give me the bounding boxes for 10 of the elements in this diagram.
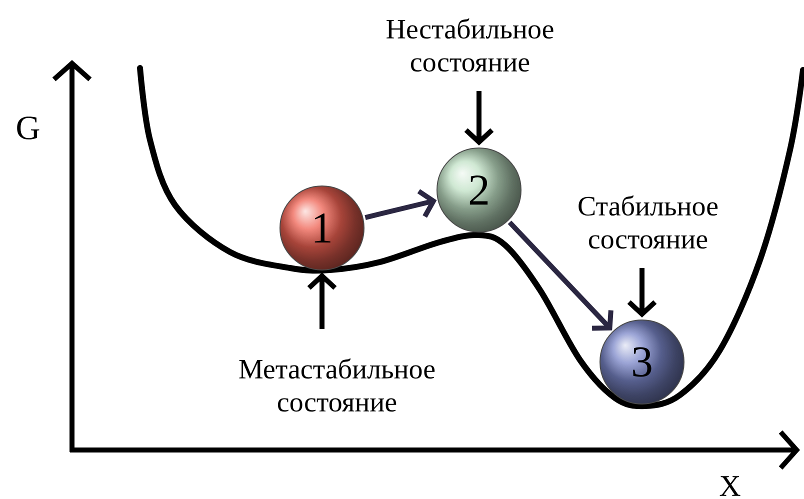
state-label: Стабильное состояние bbox=[578, 195, 718, 249]
ball: 2 bbox=[436, 148, 522, 232]
ball: 3 bbox=[600, 320, 684, 404]
state-label: Метастабильное состояние bbox=[239, 358, 435, 412]
axis-label: X bbox=[720, 476, 740, 496]
axis-label: G bbox=[17, 116, 40, 140]
state-label: Нестабильное состояние bbox=[386, 18, 554, 72]
arrow bbox=[364, 189, 437, 220]
ball: 1 bbox=[280, 186, 364, 270]
arrow bbox=[508, 220, 614, 331]
